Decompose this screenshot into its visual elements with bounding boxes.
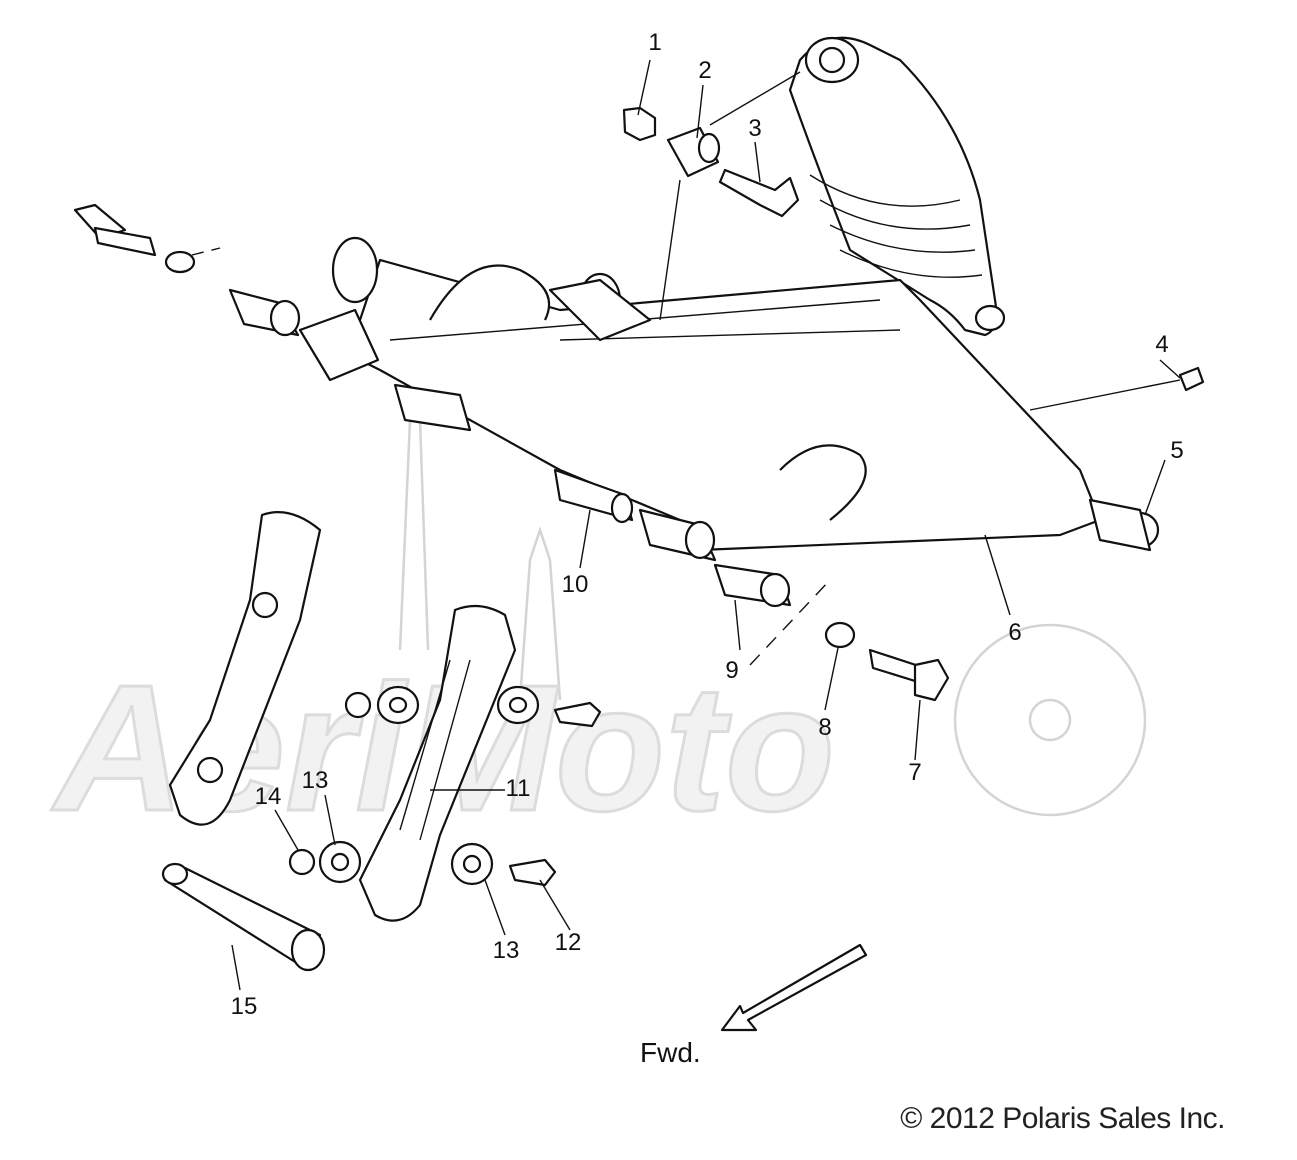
- tube-15: [161, 862, 326, 972]
- callout-6: 6: [1008, 619, 1021, 646]
- callout-15: 15: [231, 993, 258, 1020]
- callout-13-lower: 13: [493, 937, 520, 964]
- watermark-spire: [518, 526, 562, 701]
- callout-4: 4: [1155, 331, 1168, 358]
- link-11: [358, 604, 517, 922]
- watermark-wheel: [953, 623, 1147, 817]
- link-hardware: [288, 685, 602, 887]
- copyright-notice: © 2012 Polaris Sales Inc.: [900, 1102, 1225, 1135]
- callout-3: 3: [748, 115, 761, 142]
- leader-lines: [191, 59, 1181, 991]
- right-hardware: [824, 621, 950, 702]
- callout-7: 7: [908, 759, 921, 786]
- callouts: 1 2 3 4 5 6 7 8 9 10 11 12 13 13 14 15: [231, 29, 1184, 1020]
- callout-11: 11: [506, 775, 531, 802]
- grease-fitting-4: [1178, 366, 1205, 392]
- shock-absorber: [788, 36, 1006, 337]
- callout-5: 5: [1170, 437, 1183, 464]
- watermark-hub: [1028, 698, 1072, 742]
- swing-arm: [298, 236, 1160, 552]
- callout-13-upper: 13: [302, 767, 329, 794]
- callout-10: 10: [562, 571, 589, 598]
- top-hardware: [622, 106, 1205, 392]
- middle-bushings: [393, 383, 792, 608]
- callout-8: 8: [818, 714, 831, 741]
- callout-9: 9: [725, 657, 738, 684]
- callout-2: 2: [698, 57, 711, 84]
- left-hardware: [73, 203, 301, 337]
- callout-1: 1: [648, 29, 661, 56]
- callout-14: 14: [255, 783, 282, 810]
- nut-1: [622, 106, 657, 142]
- forward-arrow: [720, 943, 868, 1032]
- bolt-3: [718, 168, 800, 218]
- forward-label: Fwd.: [640, 1037, 701, 1068]
- link-left: [168, 511, 322, 826]
- callout-12: 12: [555, 929, 582, 956]
